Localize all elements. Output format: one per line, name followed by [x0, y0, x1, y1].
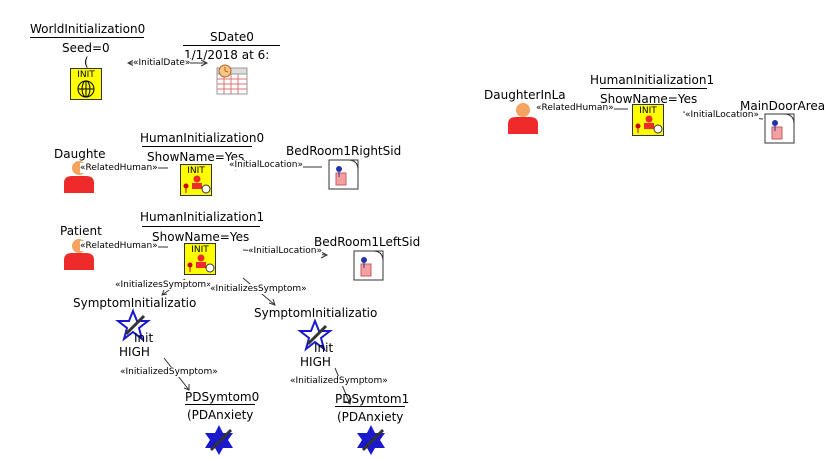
init-icon-label: INIT [639, 106, 657, 116]
pd-symptom-2-divider [335, 406, 405, 407]
edge-label-initializes-symptom: «InitializesSymptom» [210, 284, 310, 294]
symptom-init-1-level: HIGH [119, 345, 150, 359]
edge-label-related-human: «RelatedHuman» [80, 241, 158, 251]
main-door-name[interactable]: MainDoorArea [740, 99, 825, 113]
pd-symptom-1-name[interactable]: PDSymtom0 [185, 390, 260, 404]
human-init-right-name[interactable]: HumanInitialization1 [590, 73, 715, 87]
edge-label-initial-location: «InitialLocation» [685, 110, 759, 120]
sdate-value: 1/1/2018 at 6: [184, 48, 270, 62]
edge-label-initialized-symptom: «InitializedSymptom» [290, 376, 394, 386]
symptom-init-2-level: HIGH [300, 355, 331, 369]
edge-label-related-human: «RelatedHuman» [536, 103, 614, 113]
edge-label-related-human: «RelatedHuman» [80, 163, 158, 173]
init-human-icon[interactable]: INIT [632, 104, 664, 136]
human-init-patient-divider [142, 226, 260, 227]
edge-label-initializes-symptom: «InitializesSymptom» [115, 280, 212, 290]
pd-symptom-2-name[interactable]: PDSymtom1 [335, 392, 410, 406]
human-init-right-divider [600, 88, 707, 89]
edge-label-initial-location: «InitialLocation» [229, 160, 303, 170]
symptom-init-2-label: Init [314, 341, 334, 355]
person-icon[interactable] [506, 102, 540, 134]
init-human-icon[interactable]: INIT [184, 243, 216, 275]
patient-name[interactable]: Patient [60, 224, 102, 238]
edge-initialized-symptom-2 [334, 367, 351, 405]
world-init-seed: Seed=0 [62, 41, 110, 55]
location-map-icon[interactable] [353, 250, 384, 281]
world-init-name[interactable]: WorldInitialization0 [30, 22, 146, 36]
edge-label-initial-date: «InitialDate» [133, 58, 191, 68]
globe-icon [77, 80, 95, 98]
daughter-in-law-name[interactable]: DaughterInLa [484, 88, 566, 102]
bedroom-left-name[interactable]: BedRoom1LeftSid [314, 235, 421, 249]
bedroom-right-name[interactable]: BedRoom1RightSid [286, 144, 402, 158]
location-map-icon[interactable] [764, 113, 795, 144]
world-init-divider [30, 37, 144, 38]
symptom-init-2-name[interactable]: SymptomInitializatio [254, 306, 378, 320]
human-init-patient-name[interactable]: HumanInitialization1 [140, 210, 265, 224]
init-icon-label: INIT [187, 166, 205, 176]
human-init-daughter-divider [142, 146, 252, 147]
sdate-name[interactable]: SDate0 [210, 30, 254, 44]
pd-symptom-1-type: (PDAnxiety [187, 408, 254, 422]
init-globe-icon[interactable]: INIT [70, 68, 102, 100]
symptom-init-1-label: Init [134, 331, 154, 345]
edge-label-initial-location: «InitialLocation» [248, 246, 322, 256]
hexagram-pencil-icon[interactable] [202, 424, 236, 456]
human-init-patient-showname: ShowName=Yes [152, 230, 250, 244]
human-init-right-showname: ShowName=Yes [600, 92, 698, 106]
pd-symptom-2-type: (PDAnxiety [337, 410, 404, 424]
human-location-icon [183, 175, 211, 194]
human-location-icon [635, 115, 663, 134]
human-location-icon [187, 254, 215, 273]
init-icon-label: INIT [191, 245, 209, 255]
daughter-name[interactable]: Daughte [54, 147, 106, 161]
pd-symptom-1-divider [185, 404, 255, 405]
human-init-daughter-name[interactable]: HumanInitialization0 [140, 131, 265, 145]
star-pencil-icon[interactable] [297, 318, 333, 352]
edge-label-initialized-symptom: «InitializedSymptom» [120, 367, 228, 377]
star-pencil-icon[interactable] [115, 308, 151, 342]
sdate-divider [183, 45, 280, 46]
world-init-extra: ( [84, 55, 89, 69]
location-map-icon[interactable] [328, 159, 359, 190]
symptom-init-1-name[interactable]: SymptomInitializatio [73, 296, 197, 310]
calendar-icon[interactable] [216, 64, 248, 95]
hexagram-pencil-icon[interactable] [354, 424, 388, 456]
human-init-daughter-showname: ShowName=Yes [147, 150, 245, 164]
init-icon-label: INIT [77, 70, 95, 80]
init-human-icon[interactable]: INIT [180, 164, 212, 196]
